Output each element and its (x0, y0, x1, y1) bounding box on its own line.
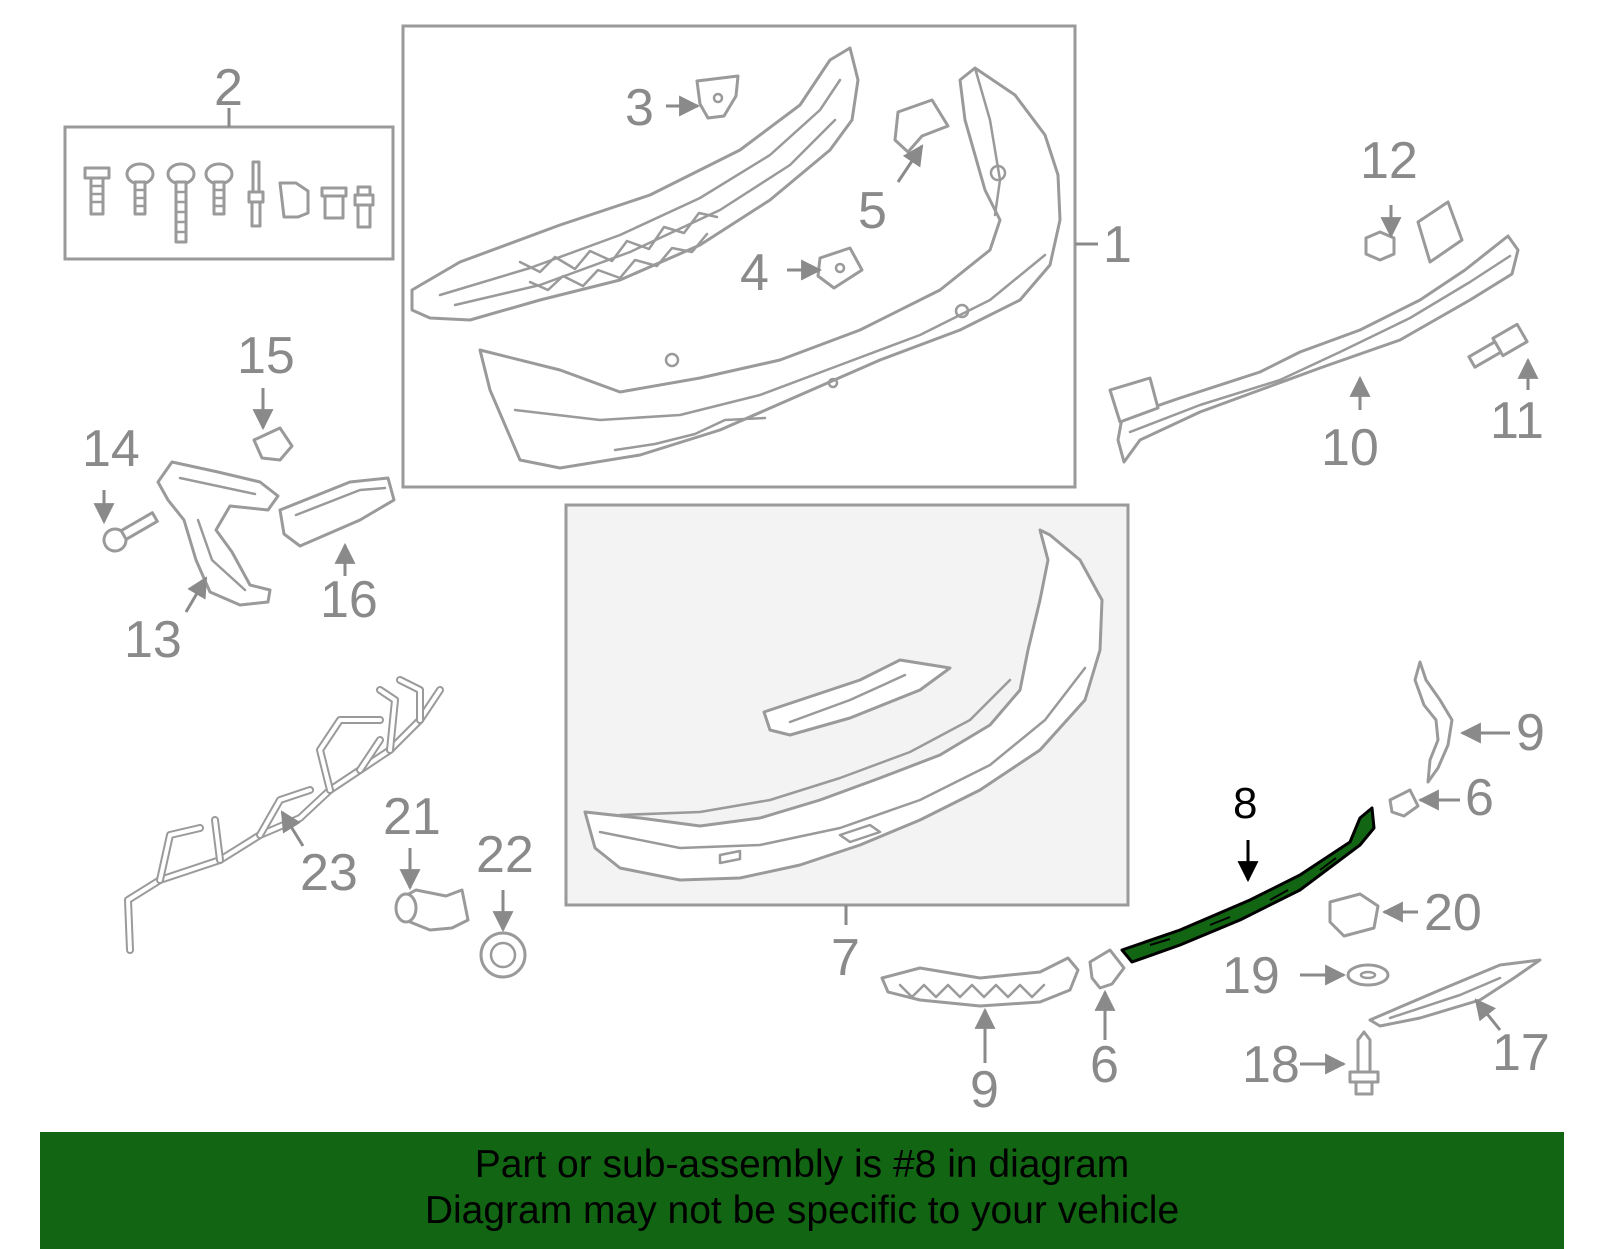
bumper-cover (478, 66, 1062, 470)
reinforcement-beam (1116, 234, 1520, 464)
cap-20 (1328, 892, 1380, 938)
reinforcement-beam-group (1108, 200, 1529, 464)
bolt-14 (102, 511, 159, 553)
leader-lines (93, 95, 1539, 1075)
beam-bracket-left (1108, 376, 1160, 424)
callout-1: 1 (1103, 216, 1132, 274)
bracket-4 (816, 246, 864, 290)
fastener-icons (83, 160, 375, 244)
callout-8: 8 (1233, 779, 1257, 828)
callout-labels: 1 2 3 4 5 6 6 7 8 9 9 10 11 12 13 14 15 … (82, 59, 1550, 1119)
callout-15: 15 (237, 327, 295, 385)
bumper-cover-box (401, 24, 1077, 489)
callout-23: 23 (300, 844, 358, 902)
bracket-3 (695, 74, 740, 120)
callout-14: 14 (82, 420, 140, 478)
callout-4: 4 (740, 244, 769, 302)
washer-19 (1346, 963, 1390, 987)
callout-7: 7 (831, 929, 860, 987)
trim-strip-9-lower (880, 956, 1080, 1008)
nut-12 (1364, 230, 1396, 262)
callout-12: 12 (1360, 132, 1418, 190)
sensor-ring-22 (479, 931, 527, 979)
side-bracket-13 (156, 460, 280, 607)
callout-6-upper: 6 (1465, 769, 1494, 827)
info-banner: Part or sub-assembly is #8 in diagram Di… (40, 1132, 1564, 1249)
bracket-5 (893, 98, 950, 154)
callout-9-lower: 9 (970, 1061, 999, 1119)
clip-15 (252, 426, 294, 462)
callout-22: 22 (476, 826, 534, 884)
callout-19: 19 (1222, 947, 1280, 1005)
clip-6-lower (1088, 948, 1126, 990)
callout-16: 16 (320, 571, 378, 629)
lower-cover (583, 528, 1104, 882)
trim-strip-9-upper (1413, 660, 1454, 784)
highlighted-part-8 (1120, 806, 1376, 964)
callout-5: 5 (858, 182, 887, 240)
bumper-cover-group (401, 24, 1098, 489)
callout-13: 13 (124, 611, 182, 669)
pin-18 (1348, 1030, 1380, 1096)
bolt-11 (1467, 322, 1529, 369)
callout-9-upper: 9 (1516, 704, 1545, 762)
lower-cover-group (564, 503, 1130, 925)
upper-support-bracket (410, 46, 860, 322)
callout-11: 11 (1490, 392, 1544, 450)
side-bracket-group (102, 426, 396, 607)
callout-18: 18 (1242, 1036, 1300, 1094)
clip-6-upper (1388, 788, 1420, 818)
banner-line-1: Part or sub-assembly is #8 in diagram (474, 1143, 1130, 1186)
callout-6-lower: 6 (1090, 1036, 1119, 1094)
callout-20: 20 (1424, 884, 1482, 942)
fastener-kit-group (63, 108, 395, 261)
callout-2: 2 (214, 59, 243, 117)
bracket-16 (278, 476, 396, 548)
callout-21: 21 (383, 788, 441, 846)
callout-17: 17 (1492, 1024, 1550, 1082)
banner-line-2: Diagram may not be specific to your vehi… (424, 1189, 1180, 1232)
beam-bracket-right (1416, 200, 1464, 264)
callout-3: 3 (625, 79, 654, 137)
callout-10: 10 (1321, 419, 1379, 477)
sensor-21 (394, 888, 470, 932)
